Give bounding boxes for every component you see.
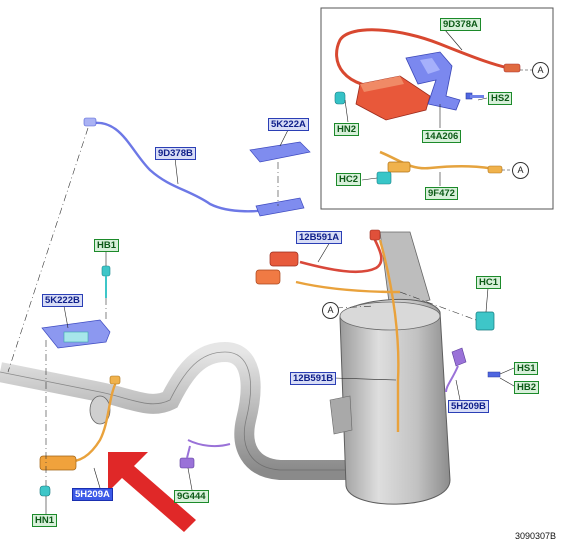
connector-hc1 xyxy=(475,311,495,331)
nox-sensor-red xyxy=(335,28,521,121)
label-hb1: HB1 xyxy=(94,239,120,252)
label-5k222b: 5K222B xyxy=(42,294,83,307)
label-5h209b: 5H209B xyxy=(448,400,489,413)
label-5k222a: 5K222A xyxy=(268,118,309,131)
label-hs1: HS1 xyxy=(514,362,539,375)
clip-hn1 xyxy=(39,485,51,497)
sensor-9g444 xyxy=(179,439,231,469)
label-5h209a: 5H209A xyxy=(72,488,113,501)
label-hn2: HN2 xyxy=(334,123,360,136)
label-inset-9f472: 9F472 xyxy=(425,187,458,200)
sensor-harness-9d378b xyxy=(83,117,311,217)
label-12b591a: 12B591A xyxy=(296,231,343,244)
circle-ref-a-main: A xyxy=(322,302,339,319)
bracket-5k222b xyxy=(41,319,111,349)
dpf-canister xyxy=(329,231,451,505)
sensor-12b591a xyxy=(255,229,401,294)
label-12b591b: 12B591B xyxy=(290,372,337,385)
label-leaders xyxy=(45,129,515,514)
label-hc1: HC1 xyxy=(476,276,502,289)
document-id: 3090307B xyxy=(514,531,556,541)
label-hc2: HC2 xyxy=(336,173,362,186)
sensor-12b591b-line xyxy=(378,239,400,432)
exhaust-pipe xyxy=(0,341,360,480)
inset-leaders xyxy=(344,29,532,186)
assembly-lines xyxy=(7,127,477,486)
circle-ref-a-inset-top: A xyxy=(532,62,549,79)
sensor-5h209b xyxy=(445,347,501,393)
label-9d378b: 9D378B xyxy=(155,147,196,160)
bracket-14a206 xyxy=(405,51,461,111)
label-hn1: HN1 xyxy=(32,514,58,527)
clip-hb1 xyxy=(101,265,111,298)
label-9g444: 9G444 xyxy=(174,490,209,503)
label-hb2: HB2 xyxy=(514,381,540,394)
temp-sensor-9f472 xyxy=(376,150,503,185)
circle-ref-a-inset-bottom: A xyxy=(512,162,529,179)
label-inset-9d378a: 9D378A xyxy=(440,18,481,31)
sensor-5h209a xyxy=(39,375,121,471)
label-hs2: HS2 xyxy=(488,92,513,105)
label-inset-14a206: 14A206 xyxy=(422,130,462,143)
pointer-arrow xyxy=(108,452,196,532)
bolt-hs2 xyxy=(465,92,484,100)
clip-hn2 xyxy=(334,91,346,105)
